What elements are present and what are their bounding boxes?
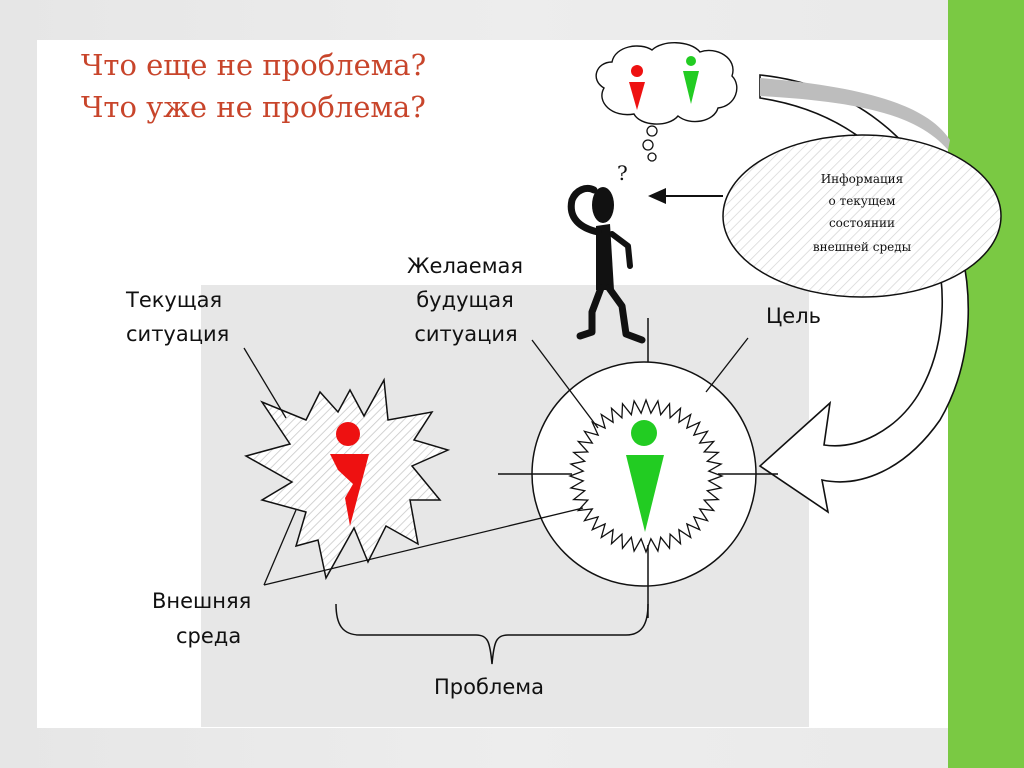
info-label-line-3: состоянии — [829, 216, 895, 230]
env-leader-line-2 — [263, 507, 584, 586]
thought-bubble-3 — [647, 152, 657, 162]
goal-label: Цель — [766, 304, 821, 328]
thought-bubble-2 — [642, 139, 654, 151]
cloud-desired-figure-head — [686, 56, 696, 66]
env-leader-line-1 — [263, 509, 297, 586]
goal-leader-line — [705, 337, 749, 393]
info-label-line-2: о текущем — [829, 194, 896, 208]
cloud-current-figure-head — [631, 65, 643, 77]
thinker-figure — [567, 184, 646, 344]
title-line-1: Что еще не проблема? — [81, 48, 427, 82]
current-situation-label-line-2: ситуация — [126, 322, 229, 346]
desired-leader-line — [531, 339, 599, 429]
desired-figure-body — [626, 455, 664, 532]
current-figure-body — [330, 454, 369, 526]
current-leader-line — [243, 347, 287, 419]
desired-figure-head — [631, 420, 657, 446]
info-label-line-1: Информация — [821, 172, 904, 186]
env-label-line-1: Внешняя — [152, 589, 251, 613]
current-situation-burst — [244, 377, 451, 581]
info-ellipse — [722, 134, 1002, 298]
title-line-2: Что уже не проблема? — [81, 90, 426, 124]
thought-bubble-1 — [646, 125, 658, 137]
slide-title: Что еще не проблема? Что уже не проблема… — [81, 44, 426, 128]
question-mark: ? — [617, 161, 628, 185]
problem-brace — [335, 603, 649, 665]
cloud-current-figure-body — [629, 82, 645, 110]
current-situation-label-line-1: Текущая — [125, 288, 222, 312]
desired-situation-label-line-3: ситуация — [414, 322, 517, 346]
desired-situation-label-line-2: будущая — [416, 288, 514, 312]
thought-cloud — [595, 42, 738, 125]
desired-situation-label-line-1: Желаемая — [407, 254, 523, 278]
cloud-desired-figure-body — [683, 71, 699, 104]
info-label-line-4: внешней среды — [813, 240, 912, 254]
problem-label: Проблема — [434, 675, 544, 699]
feedback-arrow-shade — [760, 78, 950, 150]
info-arrow-head — [648, 188, 666, 204]
accent-bar — [948, 0, 1024, 768]
env-label-line-2: среда — [176, 624, 241, 648]
current-figure-head — [336, 422, 360, 446]
